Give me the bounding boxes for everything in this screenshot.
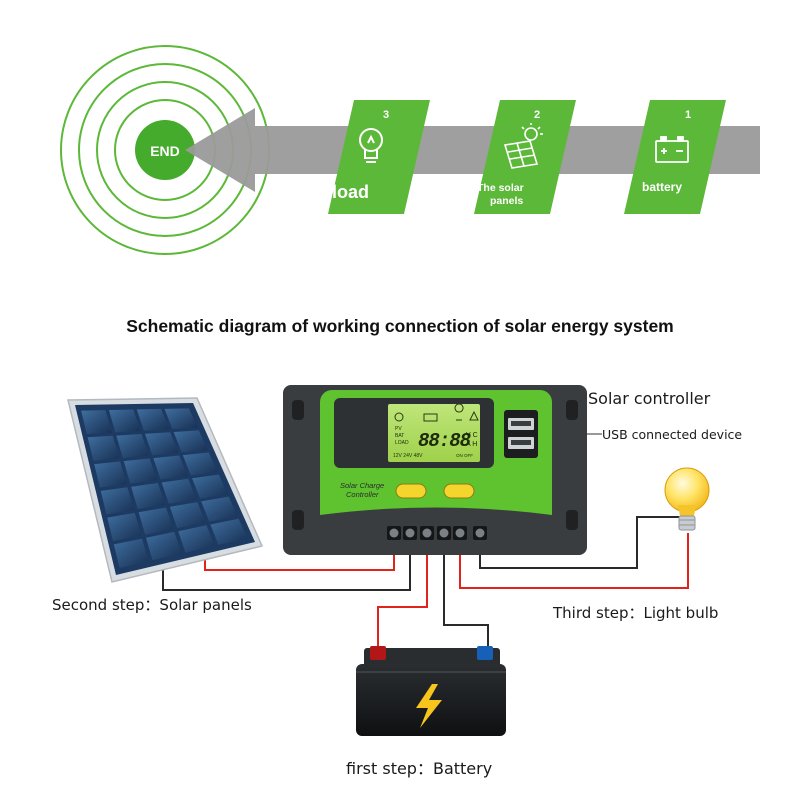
step-3-load: 3 load — [328, 100, 430, 214]
solar-cell — [116, 434, 149, 458]
lcd-units-bottom: A H — [466, 441, 477, 448]
terminal — [473, 526, 487, 540]
solar-cell — [153, 455, 188, 480]
controller-brand-line1: Solar Charge — [340, 481, 384, 490]
wire-panel-black — [162, 534, 411, 591]
lightbulb-icon — [359, 128, 383, 163]
solar-cell — [107, 512, 142, 542]
solar-cell — [161, 478, 197, 504]
solar-cell — [123, 458, 157, 484]
progress-arrow — [185, 108, 760, 192]
solar-controller: PV BAT LOAD 88:88 V C A H 12V 24V 48V ON… — [283, 385, 587, 555]
label-light-bulb: Third step：Light bulb — [552, 604, 718, 622]
terminal — [387, 526, 401, 540]
solar-cell — [178, 525, 215, 553]
car-battery — [356, 646, 506, 736]
step-2-label-line2: panels — [490, 195, 523, 207]
battery-icon — [655, 136, 689, 163]
step-2-number: 2 — [534, 109, 540, 121]
solar-cell — [192, 474, 228, 499]
solar-cell — [81, 410, 112, 435]
light-bulb — [664, 467, 710, 531]
terminal — [403, 526, 417, 540]
wire-bulb-black — [479, 516, 682, 569]
lcd-display: PV BAT LOAD 88:88 V C A H 12V 24V 48V ON… — [388, 403, 480, 462]
solar-cell — [136, 408, 170, 431]
solar-cell — [146, 531, 182, 561]
solar-cell — [131, 483, 166, 510]
lcd-row-load: LOAD — [395, 440, 409, 446]
terminal — [453, 526, 467, 540]
usb-ports — [504, 410, 538, 458]
label-solar-controller: Solar controller — [588, 389, 711, 408]
solar-cell — [145, 432, 179, 456]
step-3-number: 3 — [383, 109, 389, 121]
terminals — [387, 526, 487, 540]
solar-panel-icon — [503, 123, 543, 169]
step-1-battery: 1 battery — [624, 100, 726, 214]
solar-cell — [169, 502, 206, 529]
controller-brand-line2: Controller — [346, 490, 379, 499]
terminal — [420, 526, 434, 540]
step-2-solar-panels: 2 The solar panels — [474, 100, 576, 214]
controller-button-right[interactable] — [443, 483, 475, 499]
end-label: END — [150, 143, 180, 159]
step-1-number: 1 — [685, 109, 691, 121]
lightning-bolt-icon — [416, 684, 442, 728]
solar-cell — [100, 487, 134, 515]
label-battery: first step：Battery — [346, 759, 492, 778]
step-3-label: load — [332, 182, 369, 202]
solar-cell — [138, 507, 174, 535]
solar-cell — [201, 496, 238, 522]
solar-cell — [113, 538, 149, 568]
step-2-label-line1: The solar — [477, 182, 524, 194]
solar-cell — [108, 409, 141, 433]
solar-cell — [182, 452, 218, 476]
solar-panel — [67, 397, 264, 583]
label-usb-device: USB connected device — [602, 427, 742, 442]
wire-battery-black — [443, 534, 489, 648]
lcd-digits: 88:88 — [418, 430, 471, 452]
title: Schematic diagram of working connection … — [126, 316, 674, 336]
lcd-voltages: 12V 24V 48V — [393, 453, 423, 459]
controller-button-left[interactable] — [395, 483, 427, 499]
solar-cell — [173, 430, 208, 453]
lcd-onoff: ON OFF — [456, 453, 473, 458]
lcd-units-top: V C — [466, 432, 478, 439]
solar-cells — [81, 408, 248, 568]
lcd-row-pv: PV — [395, 426, 402, 432]
lcd-row-bat: BAT — [395, 433, 404, 439]
end-circle — [135, 120, 195, 180]
terminal — [437, 526, 451, 540]
step-1-label: battery — [642, 180, 682, 194]
solar-cell — [164, 408, 198, 430]
step-banner: END 3 load 2 — [60, 45, 760, 255]
label-solar-panels: Second step：Solar panels — [52, 596, 252, 614]
solar-cell — [87, 435, 120, 461]
solar-cell — [94, 461, 127, 488]
wire-bulb-red — [459, 533, 689, 589]
solar-cell — [210, 518, 248, 545]
wire-battery-red — [377, 534, 428, 648]
